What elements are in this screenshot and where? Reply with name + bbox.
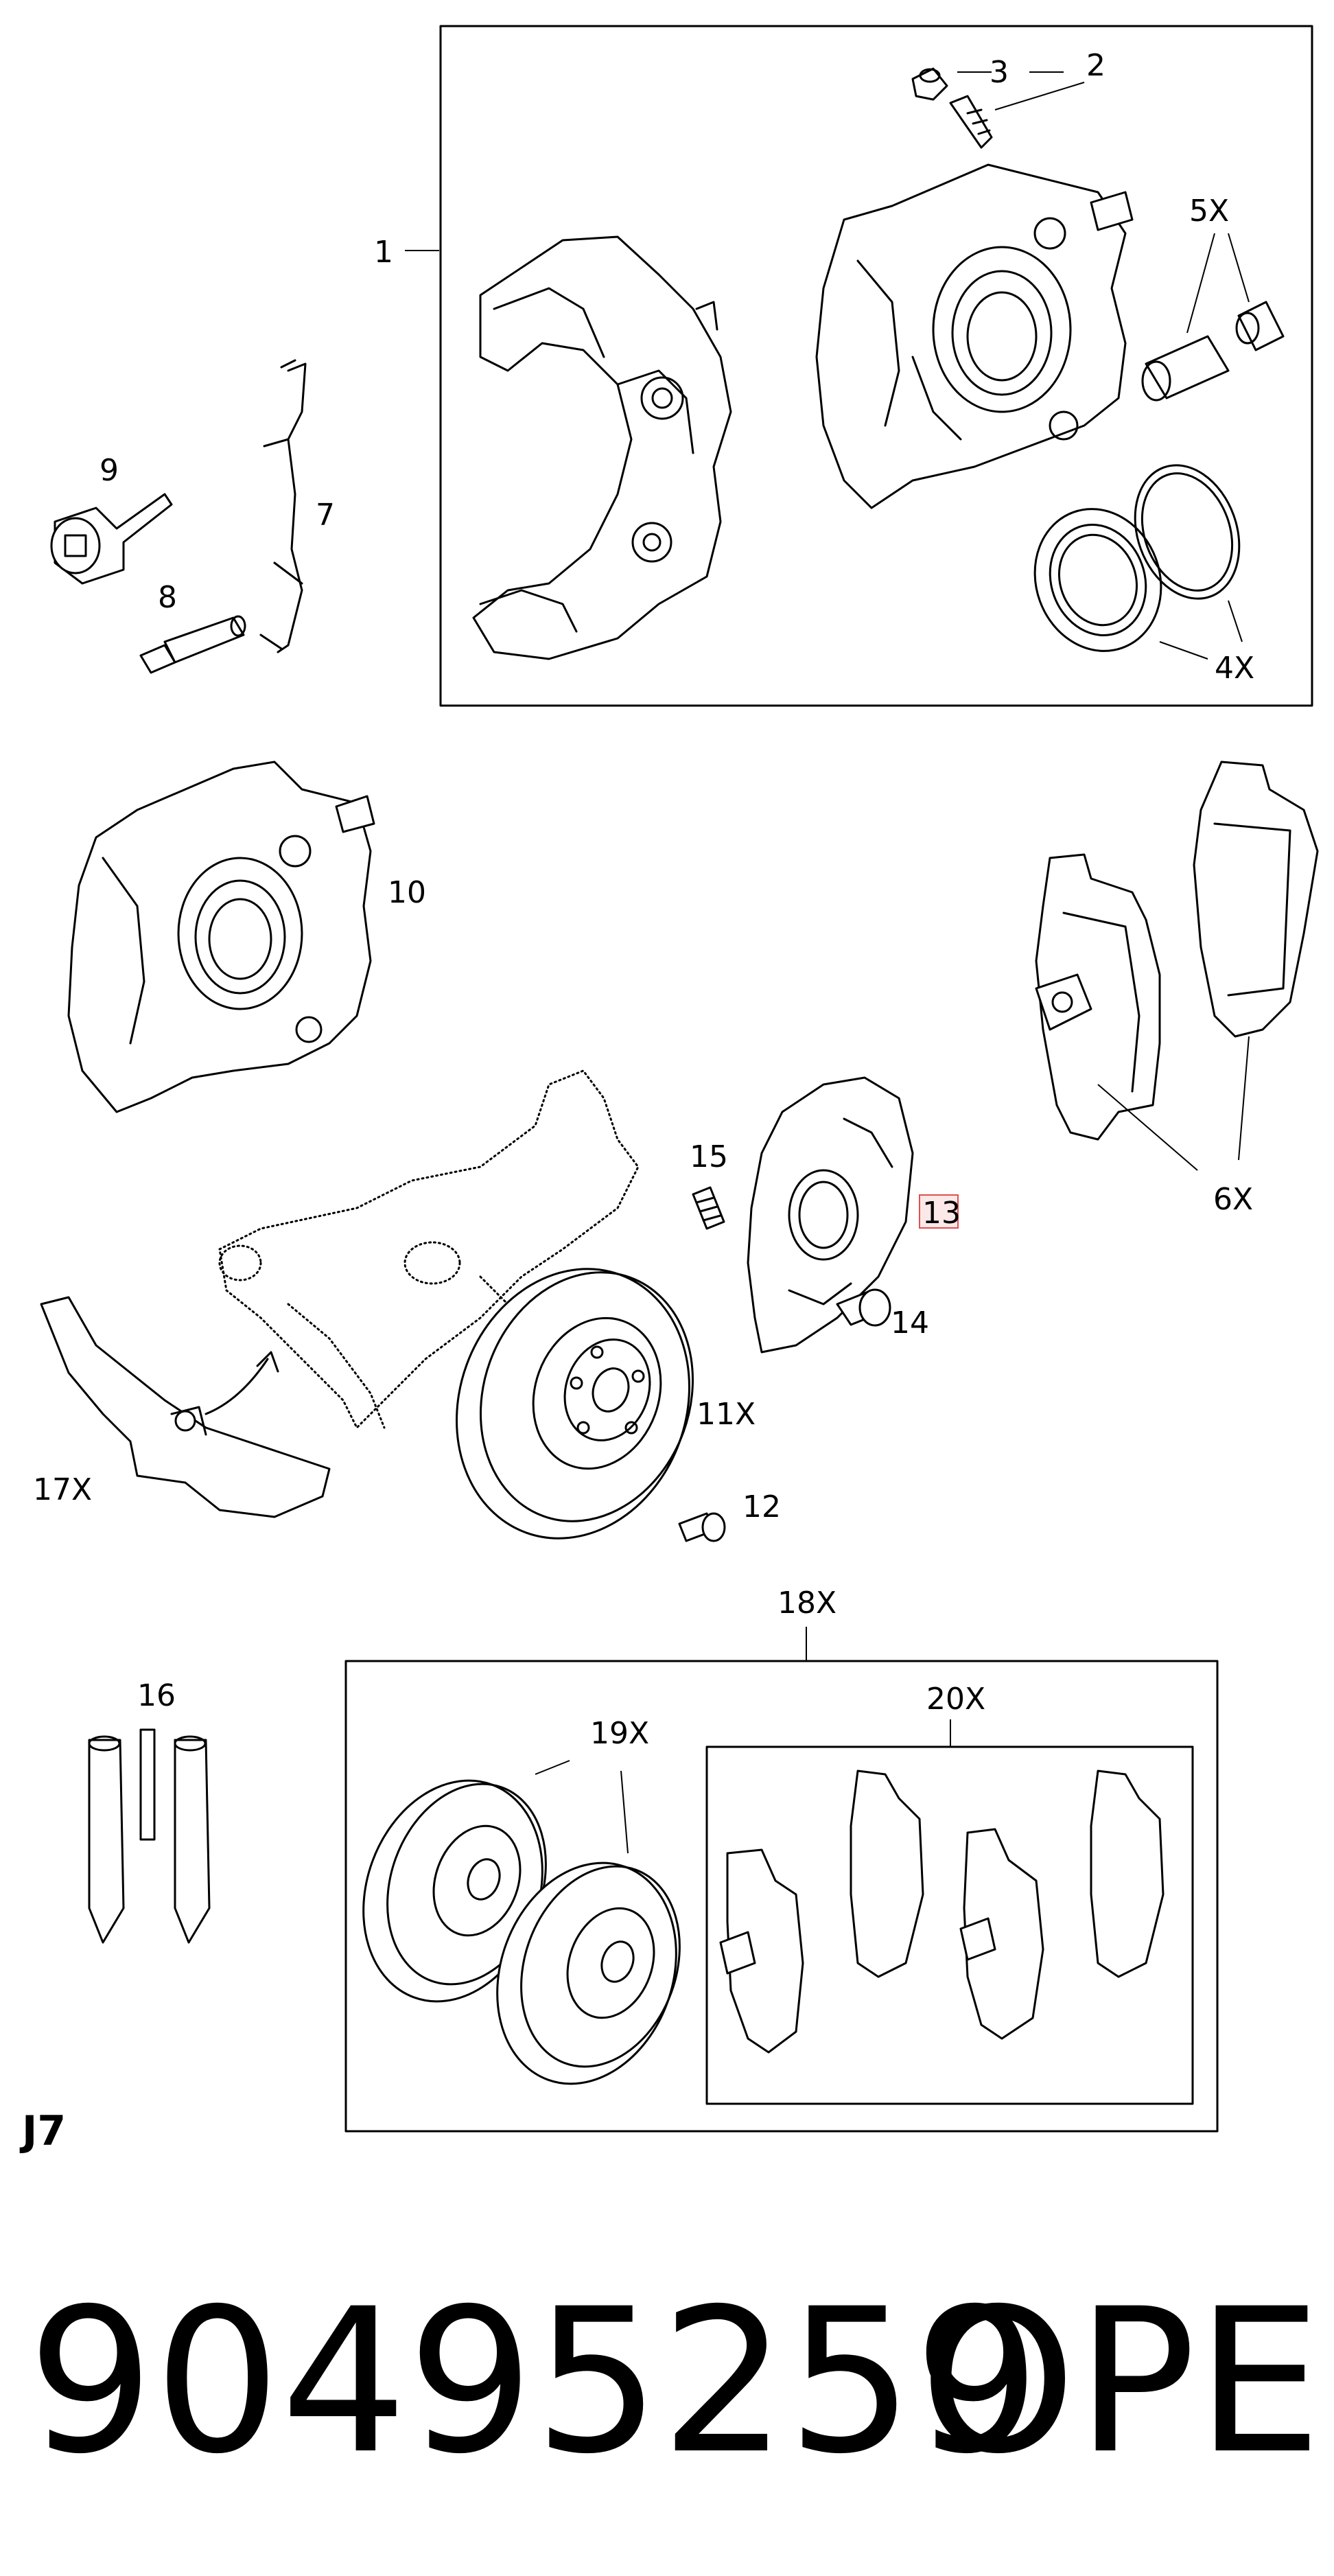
label-8: 8 [158,580,177,615]
guide-pin-drawing [139,615,246,674]
label-2: 2 [1086,48,1105,83]
label-4x: 4X [1215,651,1254,686]
fluid-cylinders-drawing [88,1728,211,1944]
guide-sleeve-drawing [1141,301,1285,402]
label-19x: 19X [590,1716,649,1751]
caliper-assembly-drawing [67,761,375,1113]
screw-15-drawing [692,1186,725,1230]
screw-12-drawing [678,1512,726,1542]
dust-cap-drawing [911,67,948,101]
label-14: 14 [891,1306,929,1341]
screw-14-drawing [836,1288,891,1327]
caliper-bolt-drawing [50,493,173,585]
item-13-highlight[interactable] [919,1194,959,1229]
label-16: 16 [137,1678,176,1713]
dust-shield-drawing [747,1076,914,1354]
bleed-screw-drawing [949,95,993,149]
caliper-housing-drawing [815,163,1134,509]
piston-seal-drawing [1033,464,1241,652]
label-12: 12 [742,1489,781,1524]
label-15: 15 [690,1139,728,1174]
label-9: 9 [100,453,119,488]
brake-pad-inner-drawing [1193,761,1319,1038]
label-18x: 18X [777,1586,836,1621]
brake-pad-outer-drawing [1035,853,1161,1141]
label-20x: 20X [926,1682,985,1717]
label-1: 1 [374,235,393,270]
caliper-kit-frame [439,25,1313,707]
label-5x: 5X [1189,194,1229,229]
label-11x: 11X [697,1397,756,1432]
part-number: 90495259 [27,2266,1040,2498]
wear-sensor-drawing [40,1296,331,1518]
brake-disc-drawing [456,1268,694,1540]
brand-name: OPEL [920,2266,1334,2498]
caliper-bracket-drawing [472,235,732,660]
pad-set-drawing [719,1769,1165,2054]
label-7: 7 [316,498,335,533]
label-13[interactable]: 13 [922,1196,961,1231]
kit-20x-frame [705,1745,1194,2105]
section-code: J7 [19,2107,66,2155]
spring-clip-drawing [259,359,307,653]
kit-18x-frame [344,1660,1219,2133]
disc-pair-drawing [362,1779,681,2085]
label-3: 3 [990,55,1009,90]
label-6x: 6X [1213,1182,1253,1217]
label-17x: 17X [33,1472,92,1507]
label-10: 10 [388,875,426,910]
